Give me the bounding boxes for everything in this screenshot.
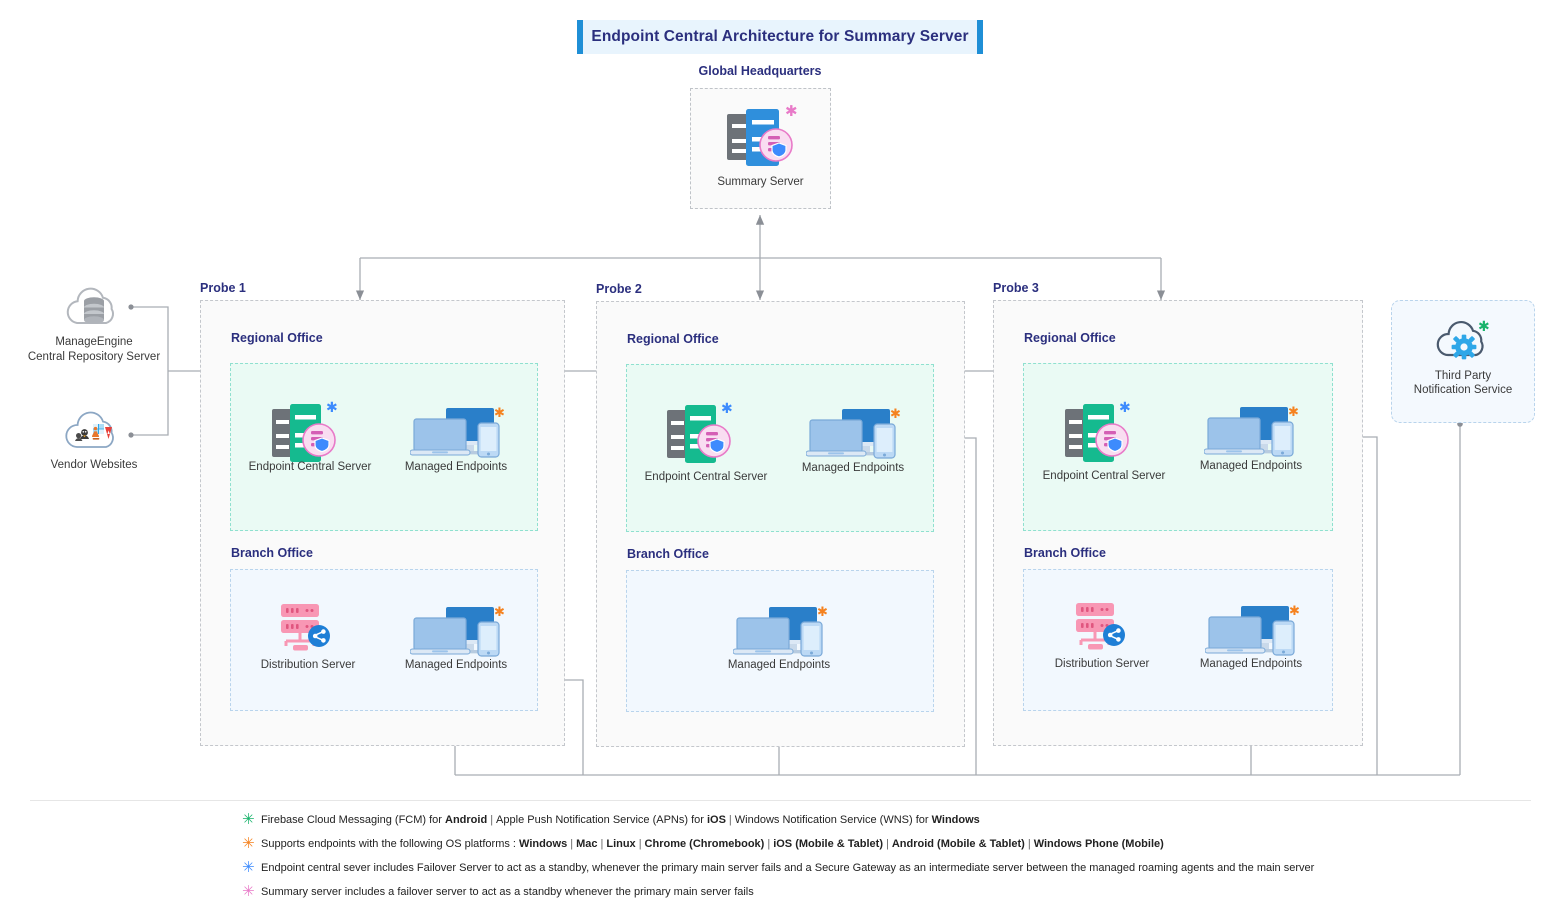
svg-text:✱: ✱ — [817, 605, 827, 620]
probe-1-distribution-server-label: Distribution Server — [260, 659, 356, 671]
probe-1-endpoint-central-server: ✱ — [268, 400, 350, 475]
probe-1-regional-office-label: Regional Office — [231, 331, 323, 345]
third-party-notification-label-line2: Notification Service — [1413, 384, 1513, 397]
cloud-gear-icon: ✱ — [1432, 315, 1498, 370]
probe-3-branch-managed-endpoints: ✱ — [1204, 603, 1300, 666]
svg-text:✱: ✱ — [1119, 400, 1131, 416]
probe-2-endpoint-central-server: ✱ — [663, 401, 745, 476]
svg-text:✱: ✱ — [1288, 405, 1298, 420]
probe-3-distribution-server-label: Distribution Server — [1054, 658, 1150, 670]
legend-text: Supports endpoints with the following OS… — [261, 838, 1164, 850]
legend-divider — [30, 800, 1531, 801]
probe-label-3: Probe 3 — [993, 281, 1039, 295]
svg-text:✱: ✱ — [494, 605, 504, 620]
probe-2-branch-managed-endpoints: ✱ — [732, 604, 828, 667]
global-headquarters-label: Global Headquarters — [698, 64, 822, 78]
probe-1-branch-managed-endpoints-label: Managed Endpoints — [404, 659, 508, 671]
third-party-notification-box: ✱ Third Party Notification Service — [1391, 300, 1535, 423]
legend: ✳ Firebase Cloud Messaging (FCM) for Andr… — [242, 811, 1442, 900]
probe-1-regional-managed-endpoints: ✱ — [409, 405, 505, 468]
svg-text:✱: ✱ — [1289, 604, 1299, 619]
legend-row: ✳ Firebase Cloud Messaging (FCM) for Andr… — [242, 811, 1442, 828]
cloud-database-icon — [24, 283, 164, 331]
legend-asterisk-icon: ✳ — [242, 811, 255, 828]
probe-1-regional-managed-endpoints-label: Managed Endpoints — [404, 461, 508, 473]
probe-2-regional-managed-endpoints: ✱ — [805, 406, 901, 469]
probe-2-branch-office-label: Branch Office — [627, 547, 709, 561]
central-repository-label-line2: Central Repository Server — [27, 350, 161, 363]
title-accent-right — [977, 20, 983, 54]
svg-text:✱: ✱ — [785, 103, 798, 120]
probe-label-1: Probe 1 — [200, 281, 246, 295]
probe-2-branch-managed-endpoints-label: Managed Endpoints — [727, 659, 831, 671]
svg-text:✱: ✱ — [1478, 319, 1490, 335]
legend-asterisk-icon: ✳ — [242, 859, 255, 876]
probe-3-distribution-server — [1072, 601, 1134, 658]
cloud-vendors-icon — [24, 405, 164, 453]
probe-1-branch-managed-endpoints: ✱ — [409, 604, 505, 667]
legend-row: ✳ Summary server includes a failover serv… — [242, 883, 1442, 900]
probe-2-regional-office-label: Regional Office — [627, 332, 719, 346]
diagram-title-bar: Endpoint Central Architecture for Summar… — [577, 20, 983, 54]
page-title: Endpoint Central Architecture for Summar… — [591, 28, 969, 45]
probe-3-branch-managed-endpoints-label: Managed Endpoints — [1199, 658, 1303, 670]
probe-2-endpoint-central-server-label: Endpoint Central Server — [644, 471, 768, 483]
svg-text:✱: ✱ — [721, 401, 733, 417]
probe-3-endpoint-central-server-label: Endpoint Central Server — [1042, 470, 1166, 482]
legend-text: Summary server includes a failover serve… — [261, 886, 754, 898]
global-headquarters-box: ✱ Summary Server — [690, 88, 831, 209]
vendor-websites-node: Vendor Websites — [24, 405, 164, 473]
probe-3-regional-managed-endpoints: ✱ — [1203, 404, 1299, 467]
summary-server-icon: ✱ — [723, 102, 799, 180]
summary-server-label: Summary Server — [717, 176, 804, 188]
legend-row: ✳ Supports endpoints with the following O… — [242, 835, 1442, 852]
svg-text:✱: ✱ — [890, 407, 900, 422]
legend-asterisk-icon: ✳ — [242, 883, 255, 900]
legend-asterisk-icon: ✳ — [242, 835, 255, 852]
probe-3-regional-office-label: Regional Office — [1024, 331, 1116, 345]
third-party-notification-label-line1: Third Party — [1434, 370, 1492, 382]
probe-1-distribution-server — [277, 602, 339, 659]
probe-3-branch-office-label: Branch Office — [1024, 546, 1106, 560]
probe-1-endpoint-central-server-label: Endpoint Central Server — [248, 461, 372, 473]
probe-label-2: Probe 2 — [596, 282, 642, 296]
probe-3-regional-managed-endpoints-label: Managed Endpoints — [1199, 460, 1303, 472]
probe-1-branch-office-label: Branch Office — [231, 546, 313, 560]
svg-text:✱: ✱ — [494, 406, 504, 421]
legend-row: ✳ Endpoint central sever includes Failove… — [242, 859, 1442, 876]
title-accent-left — [577, 20, 583, 54]
legend-text: Firebase Cloud Messaging (FCM) for Andro… — [261, 814, 980, 826]
central-repository-label-line1: ManageEngine — [55, 336, 133, 348]
svg-text:✱: ✱ — [326, 400, 338, 416]
probe-3-endpoint-central-server: ✱ — [1061, 400, 1143, 475]
central-repository-node: ManageEngine Central Repository Server — [24, 283, 164, 365]
legend-text: Endpoint central sever includes Failover… — [261, 862, 1315, 874]
probe-2-regional-managed-endpoints-label: Managed Endpoints — [801, 462, 905, 474]
vendor-websites-label: Vendor Websites — [50, 459, 138, 471]
